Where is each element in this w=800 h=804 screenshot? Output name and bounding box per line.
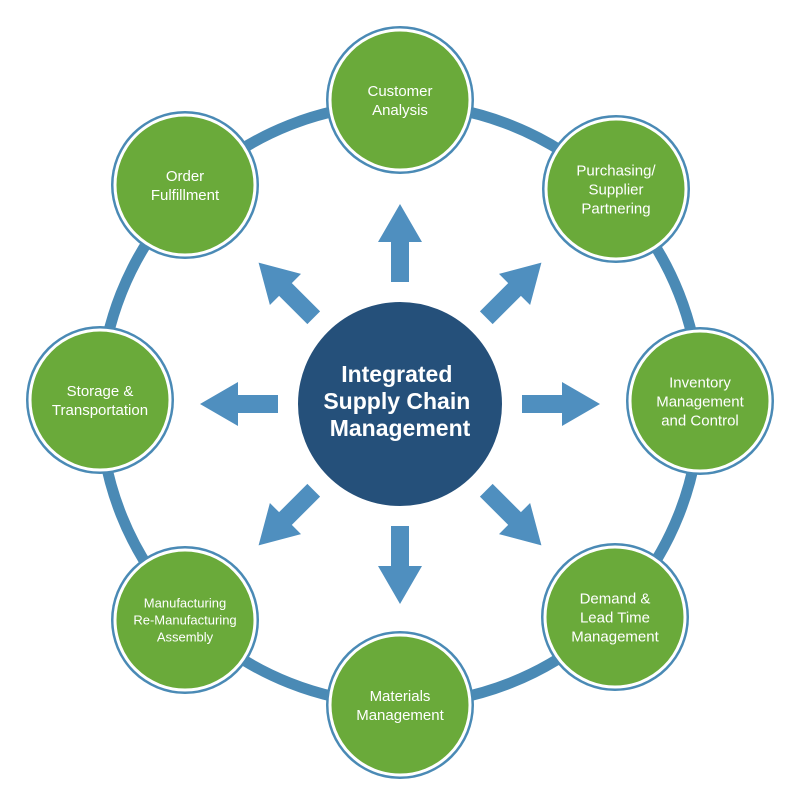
center-title-line: Supply Chain <box>323 388 470 414</box>
arrows-group <box>200 204 600 604</box>
arrow-shape <box>258 483 321 546</box>
node-label-line: Re-Manufacturing <box>133 613 236 628</box>
center-title-line: Management <box>330 415 471 441</box>
node-label-line: Partnering <box>581 200 650 217</box>
node-label-line: Purchasing/ <box>576 162 656 179</box>
node-label-line: Storage & <box>67 383 134 400</box>
node-label-line: Order <box>166 168 204 185</box>
node-circle <box>113 548 257 692</box>
arrow-outward-icon <box>522 382 600 426</box>
node-storage-transportation: Storage & Transportation <box>26 326 174 474</box>
arrow-shape <box>200 382 278 426</box>
node-circle <box>543 545 687 689</box>
node-circle <box>28 328 172 472</box>
arrow-outward-icon <box>200 382 278 426</box>
node-circle <box>113 113 257 257</box>
center-title-line: Integrated <box>341 361 452 387</box>
node-label-line: Analysis <box>372 102 428 119</box>
node-label-line: Supplier <box>588 181 643 198</box>
node-circle <box>328 633 472 777</box>
arrow-shape <box>522 382 600 426</box>
center-circle <box>294 298 506 510</box>
node-label: Storage & Transportation <box>52 383 148 419</box>
arrow-shape <box>479 262 542 325</box>
node-label-line: Manufacturing <box>144 596 226 611</box>
node-label-line: Management <box>656 393 744 410</box>
arrow-shape <box>479 483 542 546</box>
arrow-outward-icon <box>258 262 321 325</box>
node-circle <box>628 329 772 473</box>
node-label-line: Demand & <box>580 590 651 607</box>
center-title: Integrated Supply Chain Management <box>323 361 476 441</box>
arrow-outward-icon <box>378 204 422 282</box>
node-circle <box>544 117 688 261</box>
node-label-line: Customer <box>367 83 432 100</box>
node-label-line: Management <box>571 628 659 645</box>
node-circle <box>328 28 472 172</box>
arrow-outward-icon <box>258 483 321 546</box>
node-label-line: Inventory <box>669 374 731 391</box>
arrow-outward-icon <box>479 262 542 325</box>
node-label-line: Materials <box>370 688 431 705</box>
arrow-shape <box>378 526 422 604</box>
arrow-outward-icon <box>378 526 422 604</box>
arrow-outward-icon <box>479 483 542 546</box>
node-label-line: Lead Time <box>580 609 650 626</box>
node-label-line: Fulfillment <box>151 187 220 204</box>
arrow-shape <box>378 204 422 282</box>
node-label-line: Assembly <box>157 630 214 645</box>
arrow-shape <box>258 262 321 325</box>
center-node: Integrated Supply Chain Management <box>294 298 506 510</box>
node-label-line: Management <box>356 707 444 724</box>
node-label-line: and Control <box>661 412 739 429</box>
node-label-line: Transportation <box>52 402 148 419</box>
